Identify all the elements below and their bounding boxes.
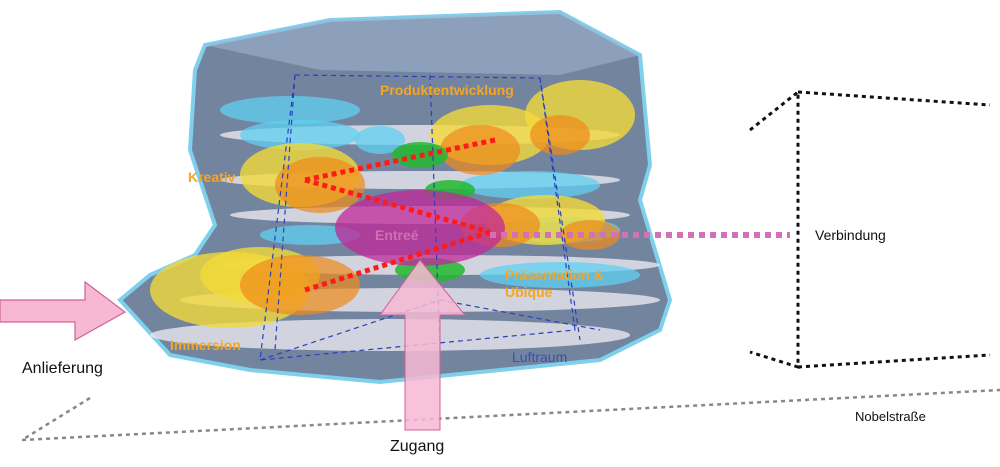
verbindung-bracket xyxy=(749,88,800,370)
entree-zone xyxy=(335,190,505,266)
label-verbindung: Verbindung xyxy=(815,227,886,243)
label-immersion: Immersion xyxy=(170,337,241,353)
verbindung-bracket-bottom xyxy=(797,353,991,369)
label-kreativ: Kreativ xyxy=(188,169,236,185)
building-top-face xyxy=(205,12,640,75)
label-produktentwicklung: Produktentwicklung xyxy=(380,82,514,98)
label-luftraum: Luftraum xyxy=(512,349,568,365)
orange-zones xyxy=(240,115,620,315)
street-line xyxy=(21,388,1000,442)
label-praesentation: Präsentation & xyxy=(505,267,604,283)
label-entree: Entreé xyxy=(375,227,419,243)
zugang-arrow xyxy=(379,259,467,431)
label-zugang: Zugang xyxy=(390,438,445,455)
label-ubique: Ubique xyxy=(505,284,553,300)
label-nobelstrasse: Nobelstraße xyxy=(855,409,926,424)
anlieferung-arrow xyxy=(0,280,127,342)
label-anlieferung: Anlieferung xyxy=(22,360,103,377)
verbindung-bracket-top xyxy=(797,90,991,107)
